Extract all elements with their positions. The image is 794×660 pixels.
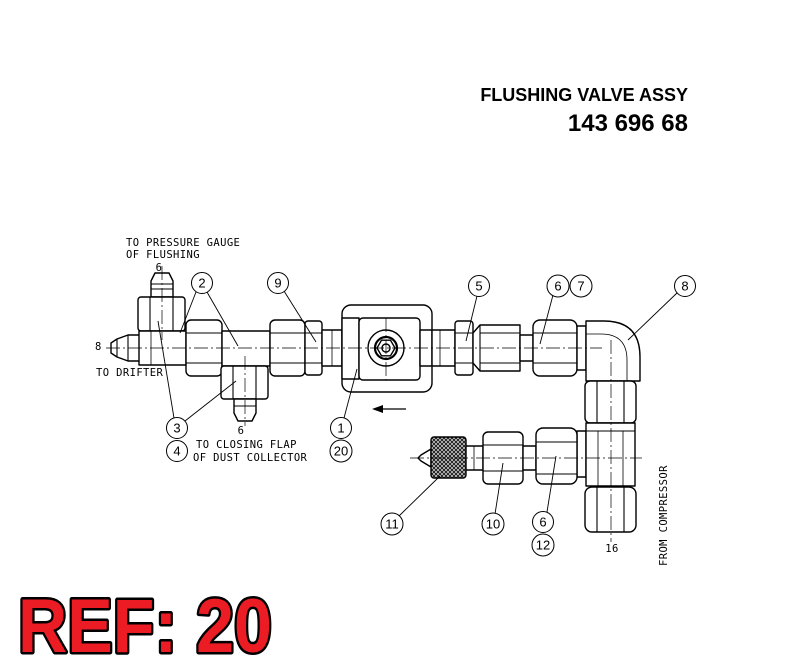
- pressure-gauge-port-fitting: [137, 272, 186, 332]
- callout-6-upper: 6: [546, 274, 570, 298]
- hose-nut-6-12: [535, 427, 578, 485]
- closing-flap-port-fitting: [220, 365, 269, 422]
- closing-flap-note-line2: OF DUST COLLECTOR: [193, 452, 308, 464]
- compressor-inlet-nut: [584, 486, 637, 533]
- swivel-connector: [472, 324, 521, 372]
- knurled-knob: [430, 436, 467, 479]
- callout-label: 10: [486, 517, 500, 532]
- closing-flap-port-size: 6: [238, 425, 245, 437]
- callout-12: 12: [531, 533, 555, 557]
- callout-label: 6: [554, 279, 561, 294]
- callout-label: 4: [173, 444, 180, 459]
- callout-4: 4: [166, 440, 188, 462]
- port-notes: TO PRESSURE GAUGE OF FLUSHING 6 8 TO DRI…: [95, 237, 670, 566]
- callout-9: 9: [267, 272, 289, 294]
- callout-8: 8: [674, 275, 696, 297]
- title-block: FLUSHING VALVE ASSY 143 696 68: [480, 85, 688, 137]
- pressure-gauge-note-line1: TO PRESSURE GAUGE: [126, 237, 240, 249]
- callout-label: 1: [337, 421, 344, 436]
- assembly-name: FLUSHING VALVE ASSY: [480, 85, 688, 105]
- arrow-left-icon: [372, 405, 406, 413]
- drifter-outlet-fitting: [110, 334, 141, 362]
- callout-label: 11: [385, 517, 399, 532]
- callout-label: 9: [274, 276, 281, 291]
- center-lines: [106, 266, 642, 542]
- leader-lines: [157, 290, 678, 517]
- callout-label: 5: [475, 279, 482, 294]
- callout-11: 11: [380, 512, 404, 536]
- compressor-note: FROM COMPRESSOR: [658, 465, 670, 566]
- drifter-note: TO DRIFTER: [96, 367, 163, 379]
- callout-6-lower: 6: [532, 511, 554, 533]
- callout-10: 10: [481, 512, 505, 536]
- part-number: 143 696 68: [568, 110, 688, 137]
- callout-7: 7: [569, 274, 593, 298]
- tee-fitting-right: [576, 422, 636, 487]
- elbow-fitting: [576, 320, 641, 382]
- flushing-valve-body: [341, 304, 433, 393]
- drifter-port-size: 8: [95, 341, 102, 353]
- ref-label: REF: 20: [18, 584, 272, 660]
- tee-fitting-middle: [221, 330, 271, 367]
- callout-3: 3: [166, 417, 188, 439]
- elbow-nut: [584, 380, 637, 424]
- callout-2: 2: [191, 272, 213, 294]
- pressure-gauge-note-line2: OF FLUSHING: [126, 249, 200, 261]
- callout-1: 1: [330, 417, 352, 439]
- callout-label: 7: [577, 279, 584, 294]
- callout-20: 20: [329, 439, 353, 463]
- callout-label: 2: [198, 276, 205, 291]
- callout-label: 8: [681, 279, 688, 294]
- callout-label: 6: [539, 515, 546, 530]
- closing-flap-note-line1: TO CLOSING FLAP: [196, 439, 297, 451]
- callout-label: 3: [173, 421, 180, 436]
- callout-5: 5: [468, 275, 490, 297]
- needle-valve: [417, 436, 467, 479]
- callout-label: 20: [334, 444, 348, 459]
- compressor-port-size: 16: [605, 543, 618, 555]
- pressure-gauge-port-size: 6: [156, 262, 163, 274]
- callout-label: 12: [536, 538, 550, 553]
